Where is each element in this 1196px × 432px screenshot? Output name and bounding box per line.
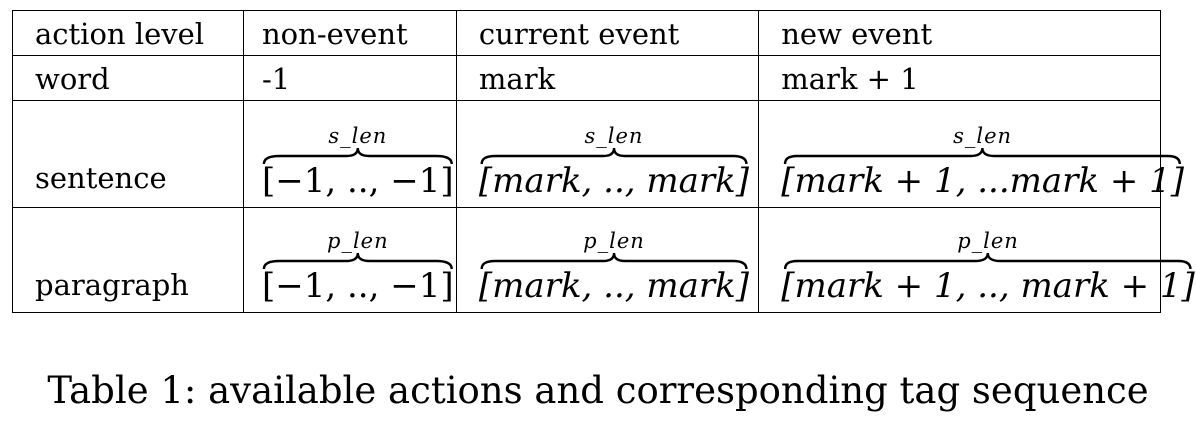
table-row-sentence: sentence s_len [−1, .., −1] s_len [mark,… xyxy=(12,100,1185,208)
brace-label-p-len: p_len xyxy=(583,229,645,253)
header-new-event: new event xyxy=(758,10,1161,56)
sentence-label: sentence xyxy=(12,100,244,208)
overbrace: s_len xyxy=(781,126,1184,164)
overbrace-icon xyxy=(262,252,454,270)
paragraph-current-event-cell: p_len [mark, .., mark] xyxy=(455,207,760,313)
overbrace: p_len xyxy=(781,231,1195,269)
overbrace-icon xyxy=(479,147,749,165)
word-non-event: -1 xyxy=(243,55,457,101)
paragraph-non-event-text: [−1, .., −1] xyxy=(262,266,454,306)
brace-label-s-len: s_len xyxy=(584,124,644,148)
overbrace-icon xyxy=(781,252,1195,270)
overbrace-icon xyxy=(262,147,454,165)
header-action-level: action level xyxy=(12,10,244,56)
paragraph-non-event-cell: p_len [−1, .., −1] xyxy=(243,207,457,313)
table-row-word: word -1 mark mark + 1 xyxy=(12,55,1161,101)
word-label: word xyxy=(12,55,244,101)
sentence-new-event-cell: s_len [mark + 1, ...mark + 1] xyxy=(758,100,1185,208)
actions-table: action level non-event current event new… xyxy=(12,10,1195,313)
brace-label-s-len: s_len xyxy=(953,124,1013,148)
table-header-row: action level non-event current event new… xyxy=(12,10,1161,56)
overbrace-icon xyxy=(781,147,1184,165)
overbrace: p_len xyxy=(479,231,749,269)
sentence-new-event-seq: s_len [mark + 1, ...mark + 1] xyxy=(781,126,1185,201)
word-current-event: mark xyxy=(455,55,760,101)
overbrace: s_len xyxy=(262,126,454,164)
brace-label-p-len: p_len xyxy=(327,229,389,253)
paragraph-current-event-seq: p_len [mark, .., mark] xyxy=(478,231,750,306)
header-non-event: non-event xyxy=(243,10,457,56)
sentence-current-event-seq: s_len [mark, .., mark] xyxy=(478,126,750,201)
paragraph-current-event-text: [mark, .., mark] xyxy=(478,266,750,306)
paragraph-new-event-text: [mark + 1, .., mark + 1] xyxy=(781,266,1195,306)
sentence-new-event-text: [mark + 1, ...mark + 1] xyxy=(781,161,1185,201)
paragraph-new-event-cell: p_len [mark + 1, .., mark + 1] xyxy=(758,207,1195,313)
overbrace: s_len xyxy=(479,126,749,164)
paragraph-non-event-seq: p_len [−1, .., −1] xyxy=(262,231,454,303)
sentence-non-event-text: [−1, .., −1] xyxy=(262,161,454,201)
word-new-event: mark + 1 xyxy=(758,55,1161,101)
header-current-event: current event xyxy=(455,10,760,56)
brace-label-p-len: p_len xyxy=(957,229,1019,253)
sentence-non-event-seq: s_len [−1, .., −1] xyxy=(262,126,454,198)
sentence-current-event-text: [mark, .., mark] xyxy=(478,161,750,201)
brace-label-s-len: s_len xyxy=(328,124,388,148)
overbrace: p_len xyxy=(262,231,454,269)
sentence-non-event-cell: s_len [−1, .., −1] xyxy=(243,100,457,208)
table-row-paragraph: paragraph p_len [−1, .., −1] p_len [mark… xyxy=(12,207,1195,313)
paragraph-new-event-seq: p_len [mark + 1, .., mark + 1] xyxy=(781,231,1195,303)
paragraph-label: paragraph xyxy=(12,207,244,313)
overbrace-icon xyxy=(479,252,749,270)
table-caption: Table 1: available actions and correspon… xyxy=(47,369,1149,412)
sentence-current-event-cell: s_len [mark, .., mark] xyxy=(455,100,760,208)
